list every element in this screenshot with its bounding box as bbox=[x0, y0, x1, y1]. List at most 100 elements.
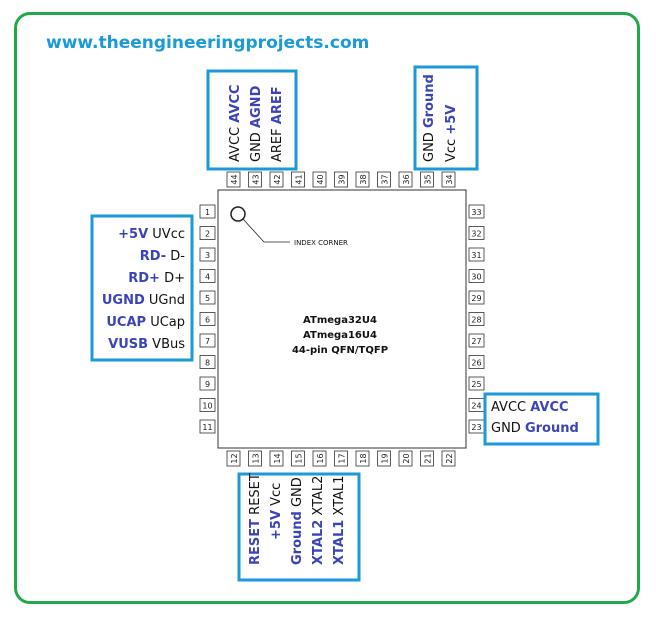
top-label-agnd: GND AGND bbox=[249, 85, 264, 162]
pin-12: 12 bbox=[226, 450, 241, 467]
pin-number: 6 bbox=[205, 316, 210, 325]
pin-box bbox=[355, 171, 370, 188]
pin-box bbox=[468, 269, 485, 283]
pin-19: 19 bbox=[377, 450, 391, 467]
pin-number: 23 bbox=[471, 423, 481, 432]
pin-number: 35 bbox=[424, 174, 433, 184]
chip-body bbox=[217, 189, 467, 449]
pin-box bbox=[398, 450, 413, 467]
chip-name-2: ATmega16U4 bbox=[303, 330, 377, 341]
chip-package: 44-pin QFN/TQFP bbox=[292, 345, 388, 356]
pin-box bbox=[468, 355, 485, 369]
pin-38: 38 bbox=[355, 171, 370, 188]
pin-number: 11 bbox=[202, 423, 212, 432]
pin-39: 39 bbox=[334, 171, 348, 188]
pin-3: 3 bbox=[199, 247, 216, 262]
pin-number: 5 bbox=[205, 294, 210, 303]
highlight-box-left bbox=[90, 214, 194, 362]
pin-box bbox=[441, 171, 456, 188]
pin-number: 7 bbox=[205, 337, 210, 346]
pin-number: 24 bbox=[471, 402, 481, 411]
bottom-label-ground: Ground GND bbox=[290, 477, 305, 565]
bottom-label-vcc: +5V Vcc bbox=[269, 483, 284, 540]
pin-35: 35 bbox=[420, 171, 434, 188]
pin-number: 32 bbox=[471, 230, 481, 239]
pin-18: 18 bbox=[355, 450, 370, 467]
pin-9: 9 bbox=[199, 376, 216, 391]
pin-box bbox=[226, 450, 241, 467]
top-label-aref: AREF AREF bbox=[270, 86, 285, 162]
pin-10: 10 bbox=[199, 398, 216, 412]
pin-box bbox=[199, 355, 216, 369]
pin-box bbox=[199, 247, 216, 262]
pin-34: 34 bbox=[441, 171, 456, 188]
pin-box bbox=[199, 376, 216, 391]
pin-42: 42 bbox=[269, 171, 284, 188]
pin-number: 29 bbox=[471, 294, 481, 303]
pin-box bbox=[199, 204, 216, 219]
pin-number: 9 bbox=[205, 380, 210, 389]
right-label-avcc: AVCC AVCC bbox=[491, 400, 569, 415]
right-labels: AVCC AVCC GND Ground bbox=[491, 400, 579, 436]
left-label-2: RD- D- bbox=[140, 249, 186, 264]
pin-15: 15 bbox=[291, 450, 305, 467]
pin-number: 10 bbox=[202, 402, 212, 411]
pin-box bbox=[248, 450, 262, 467]
left-label-3: RD+ D+ bbox=[128, 271, 185, 286]
pin-box bbox=[199, 269, 216, 283]
pin-27: 27 bbox=[468, 333, 485, 348]
pin-box bbox=[312, 450, 327, 467]
pin-number: 36 bbox=[402, 174, 411, 184]
pin-number: 31 bbox=[471, 251, 481, 260]
left-label-4: UGND UGnd bbox=[102, 293, 185, 308]
pin-number: 8 bbox=[205, 359, 210, 368]
pin-29: 29 bbox=[468, 290, 485, 305]
pin-number: 17 bbox=[338, 453, 347, 463]
pin-number: 2 bbox=[205, 230, 210, 239]
index-corner-leader bbox=[242, 218, 265, 243]
pin-number: 18 bbox=[359, 453, 368, 463]
pin-box bbox=[312, 171, 327, 188]
pin-box bbox=[468, 226, 485, 240]
pin-box bbox=[226, 171, 241, 188]
index-corner-label: INDEX CORNER bbox=[294, 239, 348, 247]
pin-23: 23 bbox=[468, 419, 485, 434]
pin-box bbox=[377, 450, 391, 467]
pin-box bbox=[334, 171, 348, 188]
pin-box bbox=[199, 333, 216, 348]
pin-number: 43 bbox=[252, 174, 261, 184]
pin-box bbox=[468, 204, 485, 219]
left-label-6: VUSB VBus bbox=[108, 337, 185, 352]
highlight-box-top-1 bbox=[206, 69, 298, 171]
highlight-box-right bbox=[483, 392, 600, 446]
bottom-label-reset: RESET RESET bbox=[248, 473, 263, 565]
pin-1: 1 bbox=[199, 204, 216, 219]
pin-21: 21 bbox=[420, 450, 434, 467]
pin-number: 40 bbox=[316, 174, 325, 184]
pin-33: 33 bbox=[468, 204, 485, 219]
pin-box bbox=[199, 312, 216, 326]
pin-number: 37 bbox=[381, 174, 390, 184]
pin-25: 25 bbox=[468, 376, 485, 391]
pin-13: 13 bbox=[248, 450, 262, 467]
pin-number: 21 bbox=[424, 453, 433, 463]
pin-14: 14 bbox=[269, 450, 284, 467]
pin-box bbox=[291, 171, 305, 188]
bottom-label-xtal2: XTAL2 XTAL2 bbox=[311, 476, 326, 565]
pin-number: 34 bbox=[445, 174, 454, 184]
pin-number: 12 bbox=[230, 453, 239, 463]
pin-box bbox=[377, 171, 391, 188]
pin-box bbox=[248, 171, 262, 188]
top-labels-1: AVCC AVCC GND AGND AREF AREF bbox=[228, 84, 285, 162]
highlight-box-top-2 bbox=[413, 65, 479, 171]
top-labels-2: GND Ground Vcc +5V bbox=[422, 74, 459, 162]
pin-17: 17 bbox=[334, 450, 348, 467]
pin-number: 19 bbox=[381, 453, 390, 463]
pin-number: 4 bbox=[205, 273, 210, 282]
pin-box bbox=[199, 419, 216, 434]
pin-box bbox=[468, 247, 485, 262]
left-label-5: UCAP UCap bbox=[106, 315, 185, 330]
pin-number: 25 bbox=[471, 380, 481, 389]
pin-28: 28 bbox=[468, 312, 485, 326]
pin-box bbox=[468, 312, 485, 326]
